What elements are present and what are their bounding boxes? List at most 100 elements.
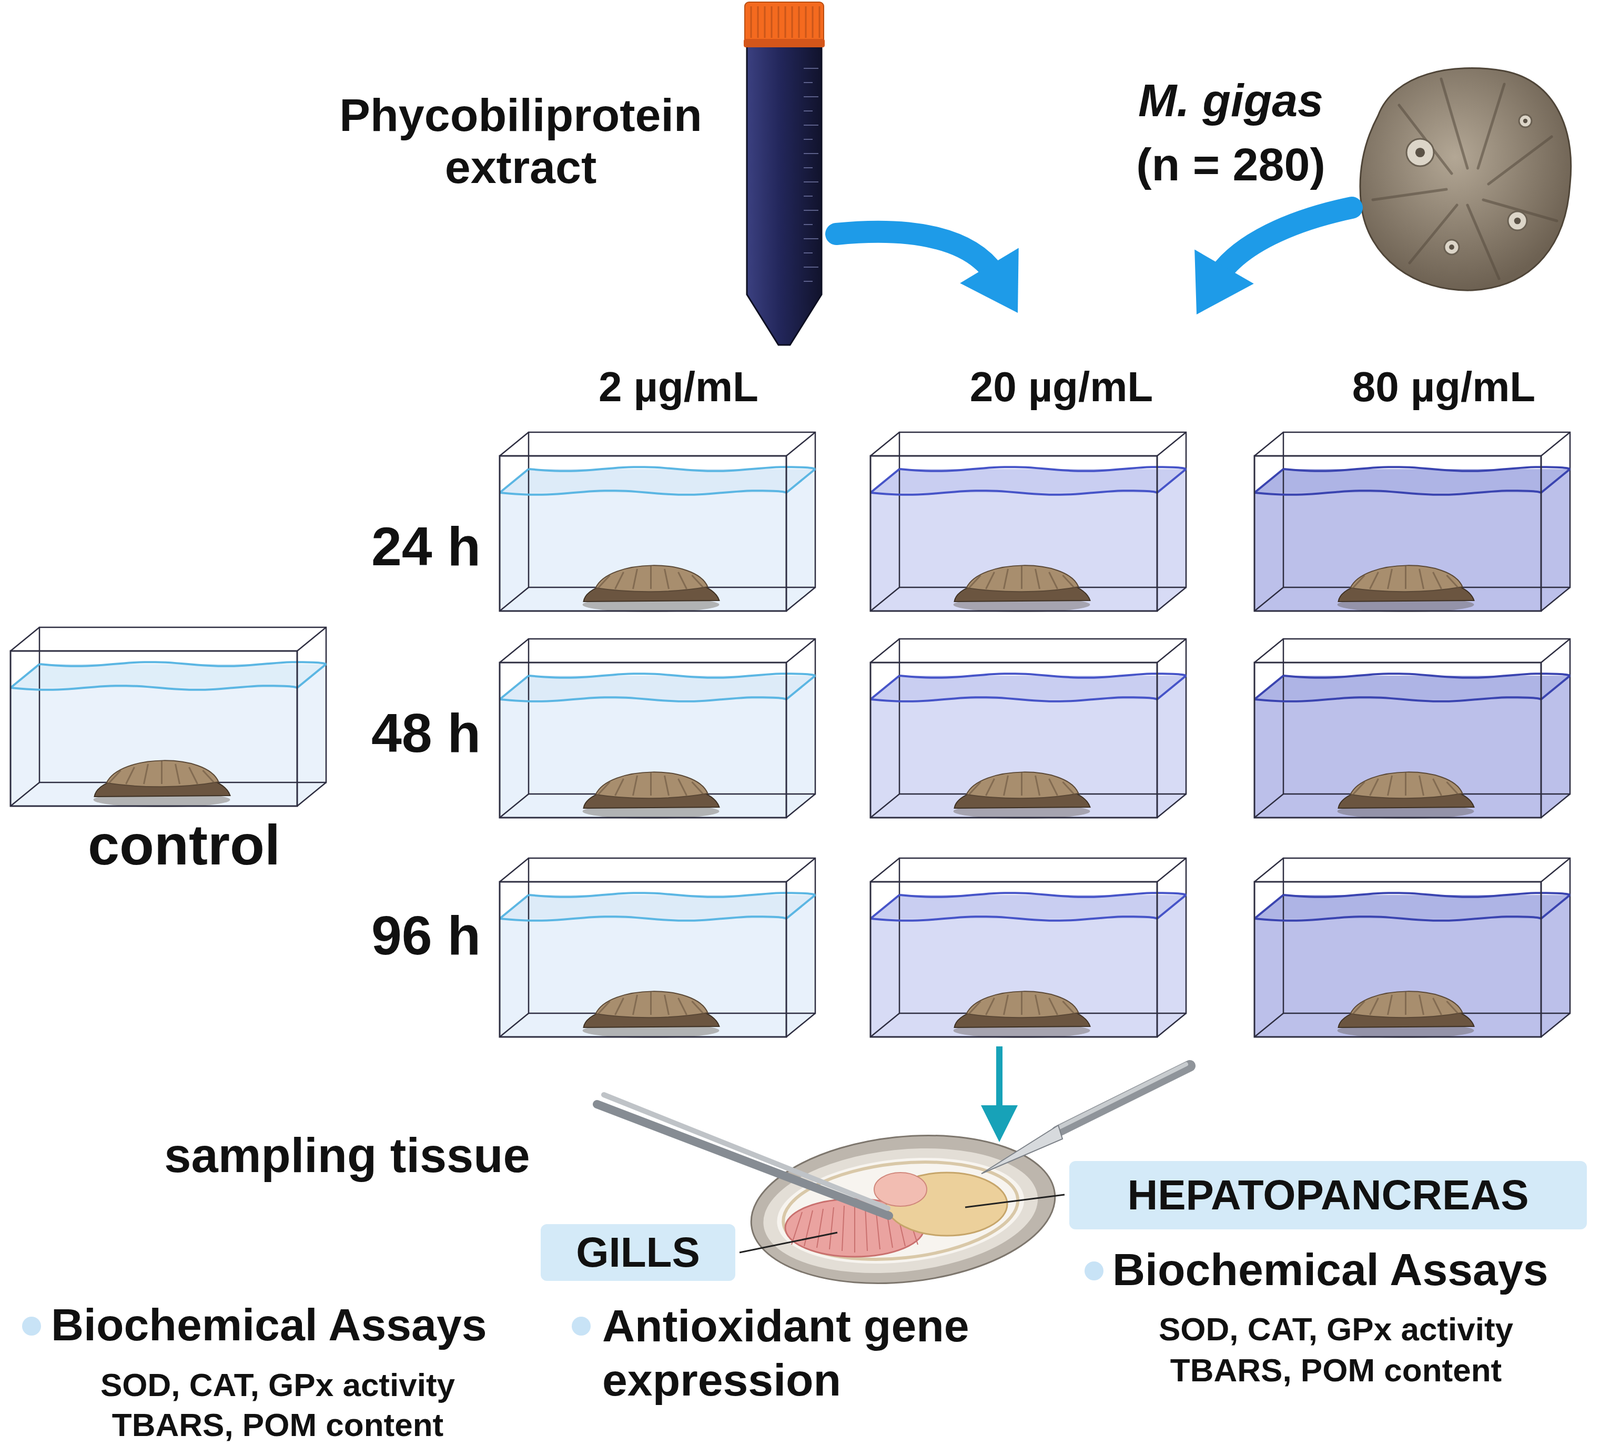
text-label: M. gigas: [1138, 73, 1324, 127]
label-box: GILLS: [540, 1224, 736, 1282]
tank-edge: [1157, 639, 1187, 663]
text-label: Biochemical Assays: [1112, 1243, 1549, 1296]
oyster-ridge: [597, 575, 611, 590]
text-label: 96 h: [371, 904, 481, 968]
oyster-upper-valve: [595, 991, 708, 1018]
oyster-ridge: [650, 565, 652, 590]
water-line: [499, 895, 529, 919]
tank-edge: [1157, 587, 1187, 612]
arrow-head: [1194, 249, 1254, 315]
oyster-ridge: [1062, 575, 1076, 590]
oyster-ridge: [968, 1001, 981, 1016]
water-line: [1283, 893, 1571, 898]
water-line: [10, 664, 40, 688]
tank-front: [499, 456, 787, 612]
oyster-ridge: [1419, 569, 1424, 590]
tube-cap: [744, 2, 824, 46]
adductor: [874, 1172, 927, 1207]
cap-ridge: [764, 6, 766, 38]
cap-ridge: [750, 6, 753, 38]
text-label: (n = 280): [1136, 137, 1325, 191]
forceps: [603, 1095, 888, 1209]
oyster-ridge: [144, 764, 149, 785]
oyster-upper-valve: [966, 772, 1079, 799]
water-line: [1157, 675, 1187, 700]
oyster-ridge: [126, 767, 135, 785]
scalpel-handle: [1057, 1066, 1190, 1132]
oyster-upper-valve: [106, 760, 219, 787]
leader-line: [965, 1195, 1065, 1208]
tank-water: [1254, 469, 1571, 612]
tube-body: [746, 44, 822, 346]
oyster-ridge: [1352, 782, 1365, 796]
tank-edge: [786, 858, 816, 883]
text-label: 20 µg/mL: [969, 362, 1153, 412]
water-surface-top: [10, 664, 327, 688]
tube-graduation: [803, 96, 819, 98]
text-label: control: [87, 812, 281, 878]
oyster-ridge: [175, 764, 180, 785]
arrow-shaft: [836, 231, 995, 274]
aquarium-tank: [1254, 432, 1571, 613]
oyster-ridge: [1049, 778, 1058, 796]
water-line: [870, 469, 900, 493]
tank-edge: [1254, 432, 1284, 457]
tube-graduation: [803, 195, 813, 197]
tank-edge: [10, 627, 40, 652]
oyster-ridge: [1433, 572, 1442, 590]
barnacle: [1519, 114, 1532, 128]
tank-edge: [870, 639, 900, 663]
water-line: [1283, 467, 1571, 472]
text-label: Biochemical Assays: [51, 1299, 488, 1352]
sampling-arrow: [980, 1046, 1018, 1143]
aquarium-tank: [1254, 639, 1571, 819]
tank-front: [499, 882, 787, 1038]
oyster-ridge: [633, 775, 638, 796]
oyster-ridge: [1062, 1001, 1076, 1016]
input-arrow: [1194, 207, 1352, 315]
aquarium-tank: [10, 627, 327, 808]
oyster-shell: [1360, 68, 1572, 291]
cap-ridge: [791, 6, 794, 38]
water-line: [528, 673, 816, 678]
bullet-dot: [22, 1317, 42, 1336]
tank-edge: [1541, 639, 1571, 663]
box-label: GILLS: [575, 1229, 701, 1277]
oyster-ridge: [1049, 572, 1058, 590]
tank-edge: [1254, 1013, 1284, 1038]
oyster-ridge: [1004, 995, 1009, 1016]
oyster-ridge: [1433, 998, 1442, 1016]
water-line: [499, 675, 529, 700]
water-surface-top: [1254, 675, 1571, 700]
oyster-upper-valve: [1350, 565, 1463, 592]
oyster-side: [1337, 991, 1475, 1039]
input-arrow: [836, 231, 1019, 313]
arrow-head: [980, 1105, 1018, 1143]
barnacle: [1444, 239, 1460, 255]
oyster-ridge: [1404, 772, 1407, 796]
oyster-ridge: [1035, 995, 1040, 1016]
water-line: [1541, 895, 1571, 919]
oyster-ridge: [1419, 995, 1424, 1016]
tank-edge: [786, 1013, 816, 1038]
tank-edge: [499, 794, 529, 818]
tank-front: [499, 662, 787, 818]
oyster-side: [582, 565, 720, 613]
forceps: [596, 1104, 889, 1217]
oyster-ridge: [1035, 569, 1040, 590]
tank-edge: [1157, 794, 1187, 818]
water-line: [899, 673, 1187, 678]
water-surface-top: [1254, 895, 1571, 919]
oyster-upper-valve: [966, 991, 1079, 1018]
oyster-ridge: [615, 998, 624, 1016]
cap-ridge: [798, 6, 800, 38]
tank-front: [1254, 456, 1542, 612]
water-surface-top: [870, 675, 1187, 700]
water-line: [1254, 490, 1542, 495]
oyster-ridge: [597, 782, 611, 796]
oyster-ridge: [1004, 569, 1009, 590]
water-line: [1157, 469, 1187, 493]
oyster-side: [953, 565, 1091, 613]
oyster-ridge: [650, 772, 652, 796]
